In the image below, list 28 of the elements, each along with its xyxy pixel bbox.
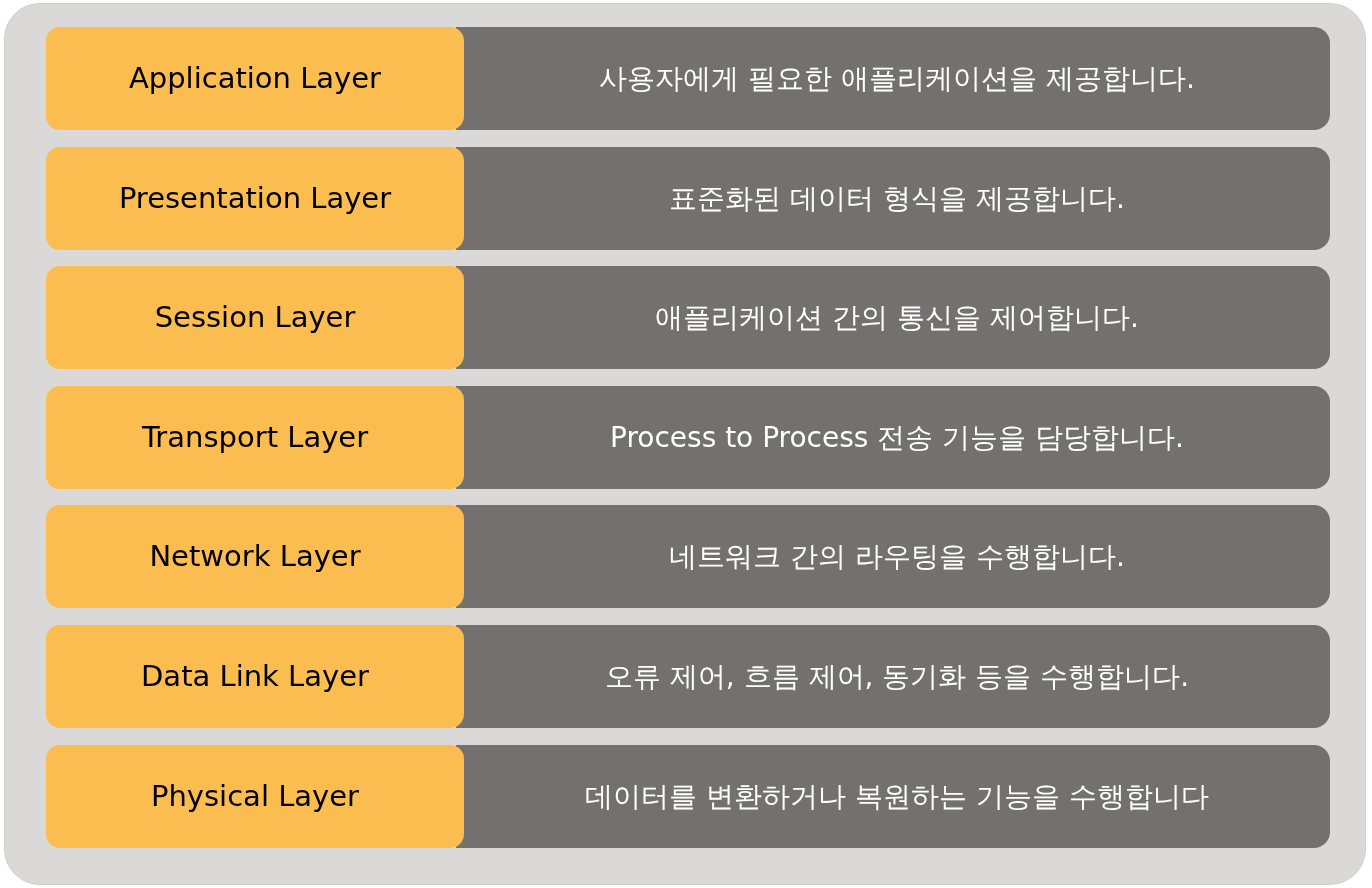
layer-description: 사용자에게 필요한 애플리케이션을 제공합니다. [599, 61, 1195, 96]
layer-name-box [46, 625, 464, 728]
layer-name: Transport Layer [141, 420, 369, 455]
layer-name: Data Link Layer [141, 659, 369, 694]
layer-description: 표준화된 데이터 형식을 제공합니다. [669, 181, 1125, 216]
layer-description: 데이터를 변환하거나 복원하는 기능을 수행합니다 [585, 779, 1209, 814]
layer-description-box [456, 625, 1330, 728]
layer-description-box [456, 266, 1330, 369]
layer-name: Physical Layer [150, 779, 359, 814]
layer-description: 애플리케이션 간의 통신을 제어합니다. [655, 300, 1139, 335]
layer-name: Session Layer [154, 300, 356, 335]
layer-name: Presentation Layer [118, 181, 392, 216]
layer-name-box [46, 745, 464, 848]
layer-description-box [456, 386, 1330, 489]
layer-name-box [46, 266, 464, 369]
layer-name: Application Layer [128, 61, 382, 96]
layer-description: Process to Process 전송 기능을 담당합니다. [610, 420, 1184, 455]
layer-description-box [456, 27, 1330, 130]
layer-description: 네트워크 간의 라우팅을 수행합니다. [669, 539, 1125, 574]
layer-description: 오류 제어, 흐름 제어, 동기화 등을 수행합니다. [604, 659, 1190, 694]
layer-description-box [456, 147, 1330, 250]
layer-description-box [456, 505, 1330, 608]
layer-name-box [46, 27, 464, 130]
layer-description-box [456, 745, 1330, 848]
layer-name: Network Layer [149, 539, 361, 574]
layer-name-box [46, 386, 464, 489]
layer-name-box [46, 147, 464, 250]
layer-name-box [46, 505, 464, 608]
